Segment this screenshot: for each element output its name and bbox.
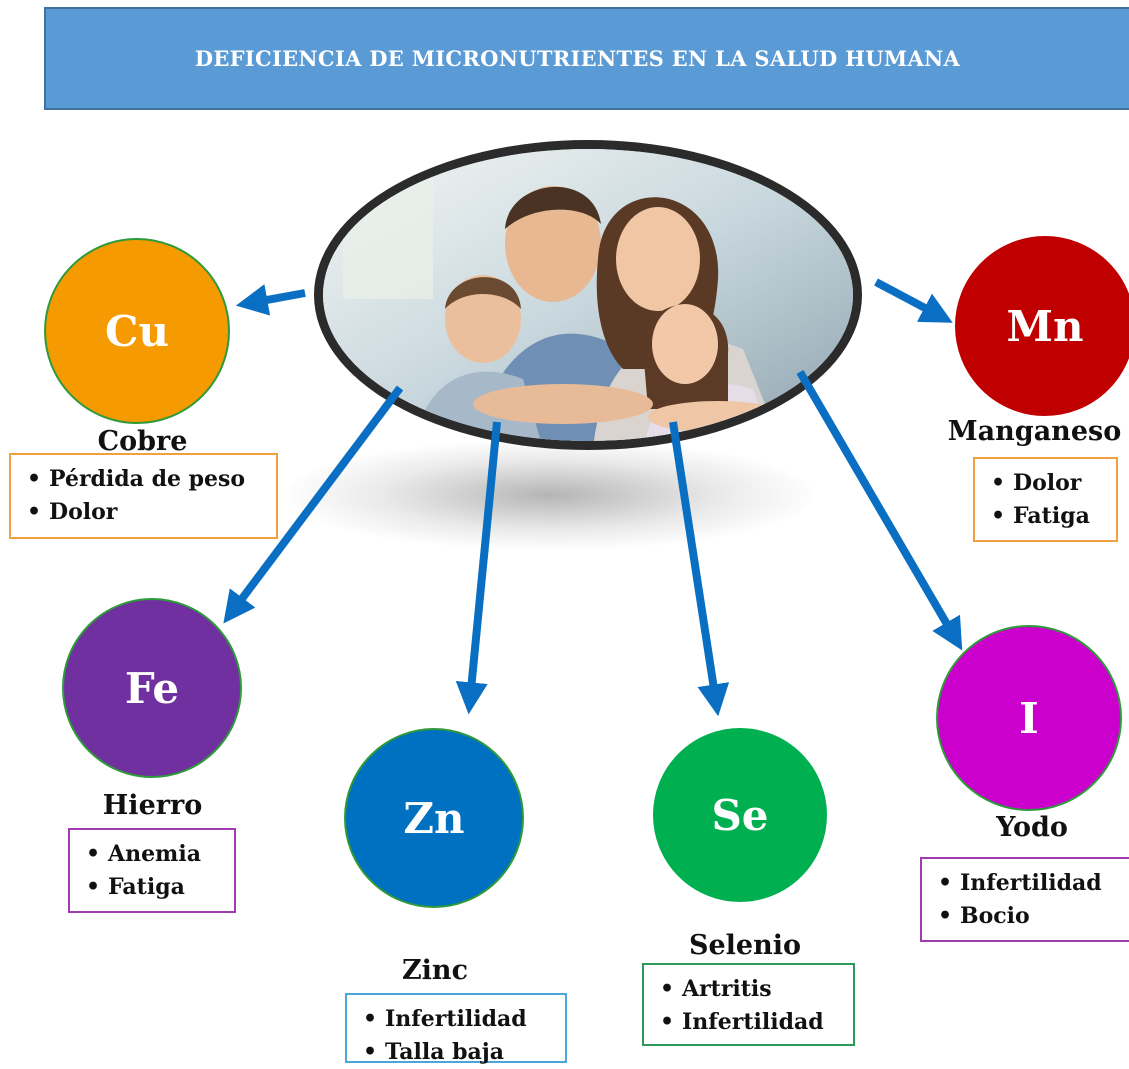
zn-symbol: Zn: [403, 793, 465, 843]
se-symptom: Artritis: [660, 973, 843, 1006]
zn-name: Zinc: [401, 955, 469, 986]
i-symbol: I: [1019, 693, 1039, 743]
mn-symptom: Fatiga: [991, 500, 1106, 533]
photo-shadow: [285, 440, 815, 550]
arrow-to-i: [796, 369, 963, 651]
mn-circle: Mn: [955, 236, 1129, 416]
family-photo: [314, 140, 862, 450]
zn-circle: Zn: [344, 728, 524, 908]
fe-circle: Fe: [62, 598, 242, 778]
arrow-to-se: [669, 421, 730, 717]
fe-symptoms-box: Anemia Fatiga: [68, 828, 236, 913]
arrow-to-fe: [223, 385, 404, 624]
se-symptoms-box: Artritis Infertilidad: [642, 963, 855, 1046]
i-name: Yodo: [996, 812, 1068, 843]
i-symptom: Bocio: [938, 900, 1122, 933]
cu-circle: Cu: [44, 238, 230, 424]
cu-symptom: Dolor: [27, 496, 266, 529]
i-circle: I: [936, 625, 1122, 811]
arrow-to-zn: [455, 421, 501, 715]
se-circle: Se: [653, 728, 827, 902]
page-title: DEFICIENCIA DE MICRONUTRIENTES EN LA SAL…: [194, 46, 961, 71]
se-symbol: Se: [711, 790, 769, 840]
mn-name: Manganeso: [947, 416, 1122, 447]
se-name: Selenio: [688, 930, 801, 961]
mn-symbol: Mn: [1006, 301, 1084, 351]
se-symptom: Infertilidad: [660, 1006, 843, 1039]
mn-symptoms-box: Dolor Fatiga: [973, 457, 1118, 542]
fe-symptom: Anemia: [86, 838, 224, 871]
fe-symbol: Fe: [124, 663, 180, 713]
title-banner: DEFICIENCIA DE MICRONUTRIENTES EN LA SAL…: [44, 7, 1129, 110]
family-illustration: [323, 149, 853, 441]
cu-symbol: Cu: [105, 306, 169, 356]
mn-symptom: Dolor: [991, 467, 1106, 500]
fe-name: Hierro: [102, 790, 203, 821]
fe-symptom: Fatiga: [86, 871, 224, 904]
zn-symptom: Infertilidad: [363, 1003, 555, 1036]
zn-symptoms-box: Infertilidad Talla baja: [345, 993, 567, 1065]
i-symptoms-box: Infertilidad Bocio: [920, 857, 1129, 942]
cu-name: Cobre: [97, 426, 188, 457]
cu-symptoms-box: Pérdida de peso Dolor: [9, 453, 278, 539]
i-symptom: Infertilidad: [938, 867, 1122, 900]
cu-symptom: Pérdida de peso: [27, 463, 266, 496]
arrow-to-mn: [874, 278, 953, 323]
arrow-to-cu: [235, 284, 306, 316]
